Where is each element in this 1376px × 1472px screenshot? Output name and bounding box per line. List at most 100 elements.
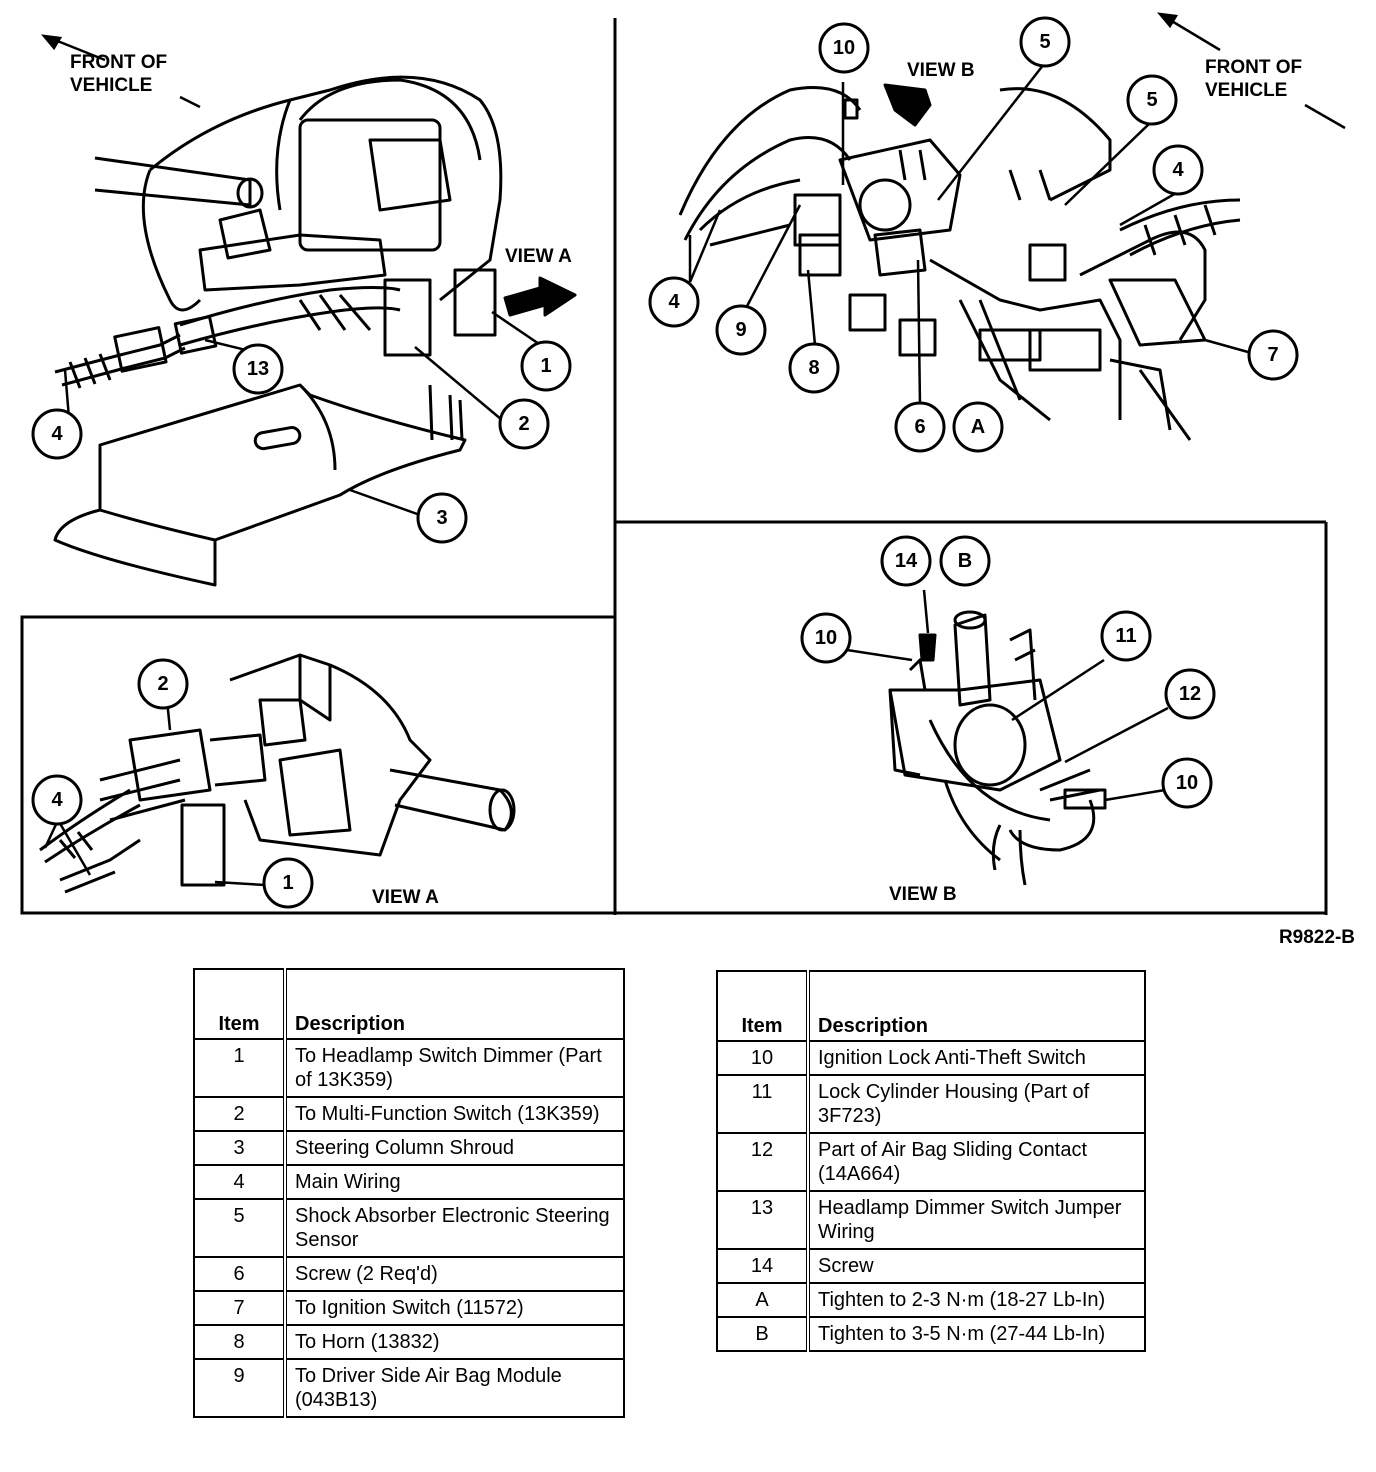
steering-column-illustration [54, 75, 577, 389]
exploded-diagram: 1 2 3 4 13 10 5 5 4 4 9 8 7 6 A 2 4 1 14… [20, 12, 1355, 948]
description-cell: Tighten to 3-5 N·m (27-44 Lb-In) [806, 1316, 1146, 1352]
panel-frames [20, 18, 1328, 915]
callout-10: 10 [833, 37, 855, 59]
callout-2: 2 [518, 413, 529, 435]
callout-4: 4 [51, 789, 63, 811]
shroud-illustration [53, 383, 467, 587]
figure-id: R9822-B [1279, 927, 1355, 948]
front-of-vehicle-label: FRONT OF [1205, 57, 1302, 78]
item-cell: 13 [716, 1190, 809, 1250]
description-cell: Ignition Lock Anti-Theft Switch [806, 1040, 1146, 1076]
view-a-label: VIEW A [372, 887, 439, 908]
callout-5: 5 [1039, 31, 1050, 53]
view-b-illustration [888, 610, 1107, 886]
callout-2: 2 [157, 673, 168, 695]
item-cell: 5 [193, 1198, 286, 1258]
item-cell: B [716, 1316, 809, 1352]
description-cell: To Headlamp Switch Dimmer (Part of 13K35… [283, 1038, 625, 1098]
callout-a: A [971, 416, 985, 438]
item-cell: 14 [716, 1248, 809, 1284]
panel1-arrows [41, 34, 571, 517]
callout-8: 8 [808, 357, 819, 379]
callout-5: 5 [1146, 89, 1157, 111]
callout-6: 6 [914, 416, 925, 438]
callouts [31, 16, 1299, 909]
callout-4: 4 [668, 291, 680, 313]
callout-numbers: 1 2 3 4 13 10 5 5 4 4 9 8 7 6 A 2 4 1 14… [51, 31, 1278, 894]
callout-14: 14 [895, 550, 918, 572]
panel4-arrows [846, 589, 1169, 802]
description-cell: To Multi-Function Switch (13K359) [283, 1096, 625, 1132]
callout-b: B [958, 550, 972, 572]
item-cell: 8 [193, 1324, 286, 1360]
column-detail-illustration [678, 83, 1241, 441]
item-cell: A [716, 1282, 809, 1318]
description-cell: Headlamp Dimmer Switch Jumper Wiring [806, 1190, 1146, 1250]
item-cell: 1 [193, 1038, 286, 1098]
item-column-header: Item [193, 968, 286, 1040]
item-cell: 3 [193, 1130, 286, 1166]
description-cell: Steering Column Shroud [283, 1130, 625, 1166]
callout-10: 10 [815, 627, 837, 649]
callout-7: 7 [1267, 344, 1278, 366]
callout-9: 9 [735, 319, 746, 341]
view-a-label: VIEW A [505, 246, 572, 267]
legend-header-row: Item Description [193, 968, 625, 1040]
item-column-header: Item [716, 970, 809, 1042]
description-cell: Tighten to 2-3 N·m (18-27 Lb-In) [806, 1282, 1146, 1318]
callout-3: 3 [436, 507, 447, 529]
description-cell: To Ignition Switch (11572) [283, 1290, 625, 1326]
front-of-vehicle-label: VEHICLE [1205, 80, 1287, 101]
callout-12: 12 [1179, 683, 1201, 705]
callout-4: 4 [51, 423, 63, 445]
front-of-vehicle-label: VEHICLE [70, 75, 152, 96]
description-cell: To Horn (13832) [283, 1324, 625, 1360]
callout-1: 1 [540, 355, 551, 377]
item-cell: 12 [716, 1132, 809, 1192]
item-cell: 7 [193, 1290, 286, 1326]
callout-1: 1 [282, 872, 293, 894]
front-of-vehicle-label: FRONT OF [70, 52, 167, 73]
description-column-header: Description [806, 970, 1146, 1042]
item-cell: 4 [193, 1164, 286, 1200]
item-cell: 9 [193, 1358, 286, 1418]
description-cell: To Driver Side Air Bag Module (043B13) [283, 1358, 625, 1418]
description-cell: Screw [806, 1248, 1146, 1284]
callout-10: 10 [1176, 772, 1198, 794]
description-cell: Screw (2 Req'd) [283, 1256, 625, 1292]
legend-header-row: Item Description [716, 970, 1146, 1042]
panel2-arrows [688, 12, 1346, 406]
callout-11: 11 [1115, 625, 1136, 647]
view-a-illustration [39, 653, 516, 894]
item-cell: 2 [193, 1096, 286, 1132]
callout-13: 13 [247, 358, 269, 380]
diagram-labels: FRONT OF VEHICLE FRONT OF VEHICLE VIEW A… [70, 52, 1355, 948]
view-b-label: VIEW B [907, 60, 975, 81]
description-cell: Part of Air Bag Sliding Contact (14A664) [806, 1132, 1146, 1192]
description-cell: Lock Cylinder Housing (Part of 3F723) [806, 1074, 1146, 1134]
description-column-header: Description [283, 968, 625, 1040]
callout-4: 4 [1172, 159, 1184, 181]
description-cell: Shock Absorber Electronic Steering Senso… [283, 1198, 625, 1258]
view-b-label: VIEW B [889, 884, 957, 905]
description-cell: Main Wiring [283, 1164, 625, 1200]
